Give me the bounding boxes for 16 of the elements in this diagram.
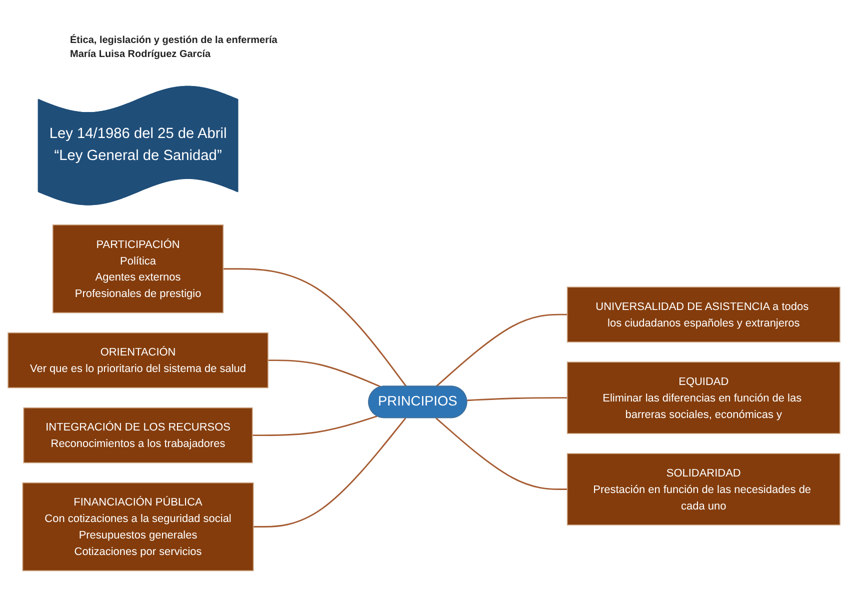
node-box: FINANCIACIÓN PÚBLICA Con cotizaciones a la seguridad social Presupuestos generales Cotizaciones por servicios [22, 482, 254, 571]
course-title-text: Ética, legislación y gestión de la enfermería [70, 34, 278, 48]
node-box: SOLIDARIDAD Prestación en función de las necesidades de cada uno [566, 452, 840, 525]
connector [253, 417, 406, 527]
connector [467, 396, 568, 401]
node-box: PARTICIPACIÓN Política Agentes externos Profesionales de prestigio [52, 224, 224, 313]
connector [252, 414, 378, 436]
connector [436, 417, 568, 490]
node-box: INTEGRACIÓN DE LOS RECURSOS Reconocimientos a los trabajadores [23, 406, 253, 463]
author-name-text: María Luisa Rodríguez García [70, 48, 211, 62]
connector [268, 359, 382, 388]
node-box: ORIENTACIÓN Ver que es lo prioritario del sistema de salud [8, 332, 268, 388]
node-box: UNIVERSALIDAD DE ASISTENCIA a todos los ciudadanos españoles y extranjeros [566, 286, 840, 342]
connector [436, 313, 568, 387]
connector [223, 268, 407, 387]
node-box: EQUIDAD Eliminar las diferencias en función de las barreras sociales, económicas y [566, 361, 840, 434]
